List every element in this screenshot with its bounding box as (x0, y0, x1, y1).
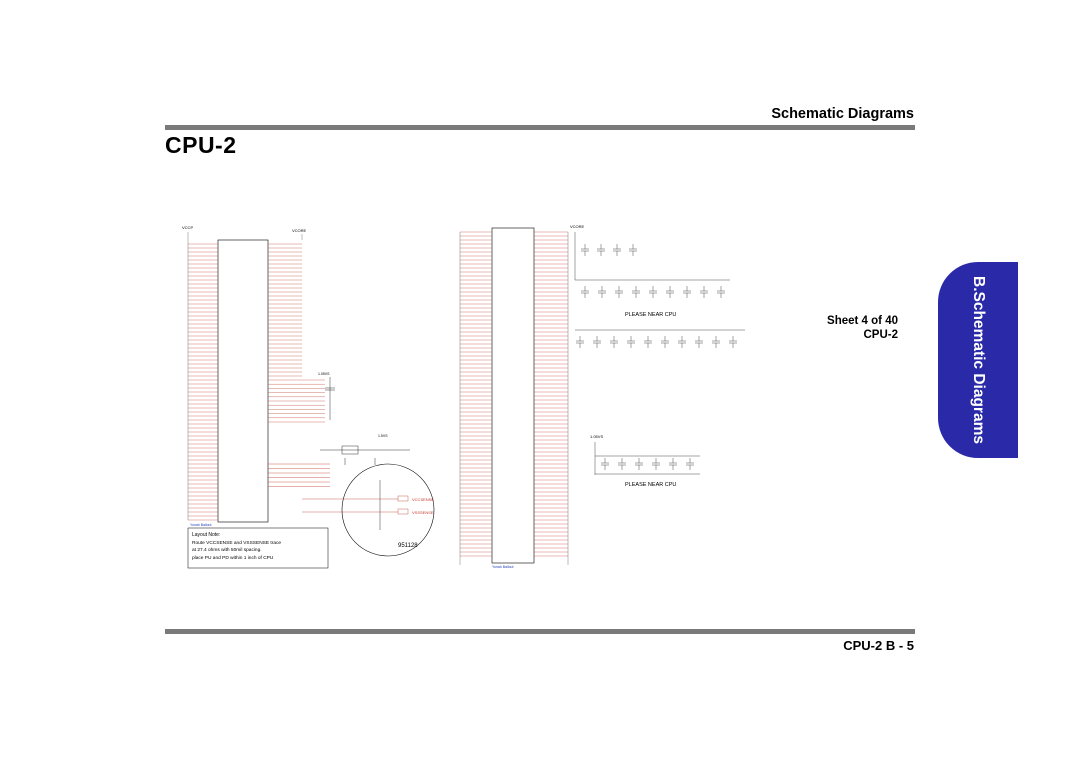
sheet-name: CPU-2 (863, 329, 898, 341)
mid-components: 1.05VS 1.5VS 951128 VCCSENSE VSSSENSE (268, 372, 434, 557)
vsssense-label: VSSSENSE (412, 510, 434, 515)
left-power-label-2: VCORE (292, 228, 307, 233)
note-line-2: at 27.4 ohms with 50mil spacing. (192, 547, 262, 553)
cpu-left-block: VCCP VCORE Yonah Ballout (182, 225, 325, 527)
please-near-cpu-1: PLEASE NEAR CPU (625, 312, 676, 318)
decoupling-caps: VCORE PLEASE NEAR CPU 1.05VS PLEASE NEAR… (570, 224, 745, 488)
note-line-1: Route VCCSENSE and VSSSENSE trace (192, 540, 281, 546)
schematic-diagram: VCCP VCORE Yonah Ballout Layout Note: Ro… (182, 224, 745, 569)
footer-divider (165, 629, 915, 634)
right-rail-label-2: 1.05VS (590, 434, 603, 439)
header-divider (165, 125, 915, 130)
sheet-info: Sheet 4 of 40 CPU-2 (818, 314, 898, 342)
left-ballout-label: Yonah Ballout (190, 523, 212, 527)
layout-note: Layout Note: Route VCCSENSE and VSSSENSE… (187, 527, 329, 569)
vccsense-label: VCCSENSE (412, 497, 434, 502)
circle-label: 951128 (398, 543, 418, 549)
mid-ballout-label: Yonah Ballout (492, 565, 514, 569)
section-side-tab[interactable]: B.Schematic Diagrams (938, 262, 1018, 458)
sheet-number: Sheet 4 of 40 (827, 315, 898, 327)
footer-page-label: CPU-2 B - 5 (843, 638, 914, 653)
page-title: CPU-2 (165, 132, 237, 158)
note-line-3: place PU and PD within 1 inch of CPU (192, 555, 274, 561)
right-rail-label: VCORE (570, 224, 585, 229)
mid-rail-label: 1.05VS (318, 372, 330, 376)
mid-rail-label-2: 1.5VS (378, 434, 388, 438)
cpu-vss-block: Yonah Ballout (459, 227, 569, 569)
header-title: Schematic Diagrams (771, 106, 914, 122)
please-near-cpu-2: PLEASE NEAR CPU (625, 482, 676, 488)
side-tab-label: B.Schematic Diagrams (970, 276, 987, 444)
left-power-label: VCCP (182, 225, 193, 230)
note-title: Layout Note: (192, 532, 220, 538)
